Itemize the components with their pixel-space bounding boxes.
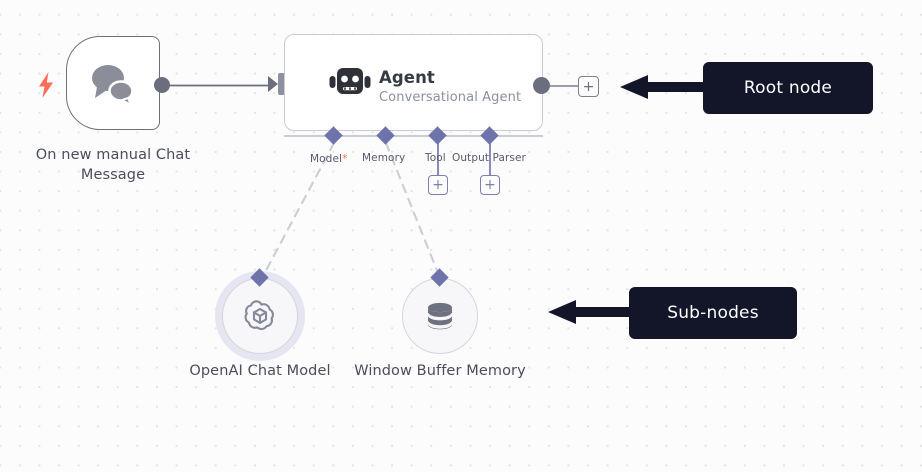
subnode-label-openai-chat-model: OpenAI Chat Model <box>189 363 331 379</box>
port-label-tool: Tool <box>425 152 446 164</box>
agent-output-connector[interactable] <box>533 77 550 94</box>
port-label-memory: Memory <box>362 152 406 164</box>
node-window-buffer-memory[interactable] <box>402 278 478 354</box>
add-tool-button[interactable]: + <box>428 175 448 195</box>
agent-input-connector[interactable] <box>278 73 289 95</box>
annotation-sub-nodes-text: Sub-nodes <box>667 303 759 323</box>
port-label-model-text: Model <box>310 153 343 165</box>
lightning-bolt-icon <box>39 72 53 98</box>
database-icon <box>427 302 453 330</box>
trigger-node-label: On new manual Chat Message <box>35 147 191 183</box>
plus-icon: + <box>484 177 496 193</box>
annotation-root-node: Root node <box>703 62 873 114</box>
annotation-root-node-text: Root node <box>743 78 833 98</box>
node-agent[interactable]: Agent Conversational Agent <box>284 34 543 131</box>
annotation-sub-nodes: Sub-nodes <box>629 287 797 339</box>
chat-bubbles-icon <box>92 65 134 106</box>
subnode-label-window-buffer-memory: Window Buffer Memory <box>354 363 526 379</box>
port-label-model: Model* <box>310 152 348 165</box>
node-openai-chat-model[interactable] <box>222 278 298 354</box>
trigger-output-connector[interactable] <box>154 77 170 93</box>
add-output-parser-button[interactable]: + <box>480 175 500 195</box>
agent-node-subtitle: Conversational Agent <box>379 90 522 105</box>
agent-input-arrow-icon <box>268 76 278 92</box>
annotation-arrow-root-node <box>620 75 716 99</box>
plus-icon: + <box>432 177 444 193</box>
agent-add-node-button[interactable]: + <box>578 76 599 97</box>
openai-logo-icon <box>244 300 274 331</box>
robot-icon <box>329 68 371 94</box>
plus-icon: + <box>582 78 595 95</box>
port-label-output-parser: Output Parser <box>452 152 526 164</box>
annotation-arrow-sub-nodes <box>548 300 642 324</box>
agent-node-title: Agent <box>379 68 435 87</box>
required-marker-icon: * <box>342 152 348 165</box>
node-on-new-manual-chat-message[interactable] <box>66 36 160 130</box>
